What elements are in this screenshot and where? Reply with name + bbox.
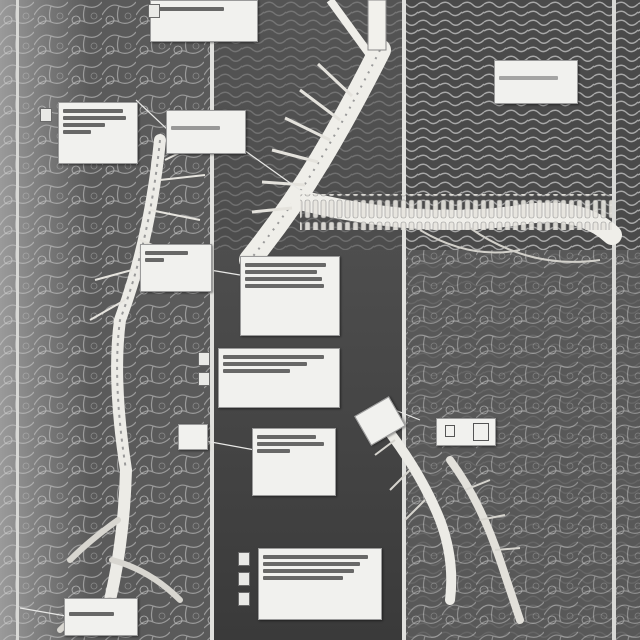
tag-marker-bottom-3: [238, 592, 250, 606]
central-skeleton: [239, 0, 391, 271]
label-card-right-box: [436, 418, 496, 446]
label-card-bottom-center: [258, 548, 382, 620]
frame-border-right: [612, 0, 616, 640]
frame-divider-left: [210, 0, 214, 640]
tag-marker-bottom-1: [238, 552, 250, 566]
tag-marker-center-2: [198, 352, 210, 366]
label-card-left-1: [58, 102, 138, 164]
label-card-top-left: [150, 0, 258, 42]
label-card-right-top: [494, 60, 578, 104]
right-lower-bones: [374, 415, 524, 624]
label-card-center-1: [240, 256, 340, 336]
label-card-left-2: [166, 110, 246, 154]
tag-marker-bottom-2: [238, 572, 250, 586]
tag-marker-center-2b: [198, 372, 210, 386]
label-card-center-3: [252, 428, 336, 496]
label-card-center-2: [218, 348, 340, 408]
frame-divider-right: [402, 0, 406, 640]
horizontal-spine: [290, 190, 622, 263]
label-card-bottom-left: [64, 598, 138, 636]
tag-marker-left-1: [40, 108, 52, 122]
label-card-mid-left: [140, 244, 212, 292]
label-card-small-left: [178, 424, 208, 450]
frame-border-left: [16, 0, 19, 640]
tag-marker-top-left: [148, 4, 160, 18]
